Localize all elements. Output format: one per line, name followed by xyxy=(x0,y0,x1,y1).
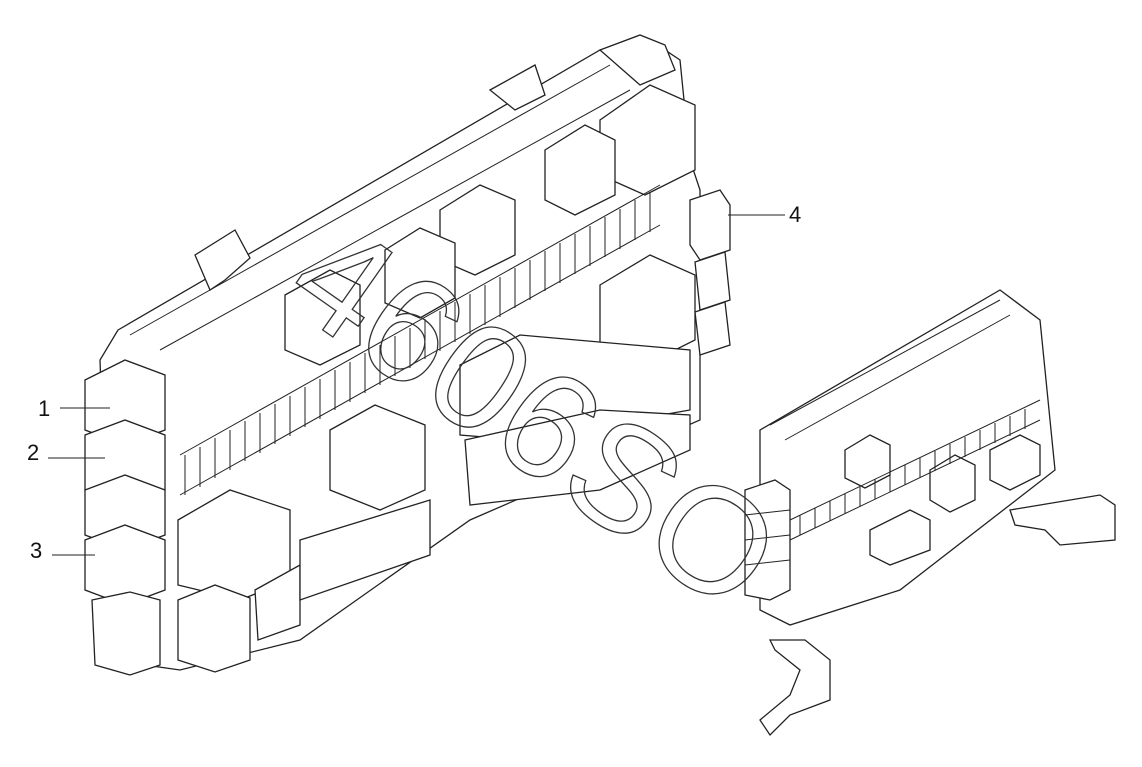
fuse-row xyxy=(179,184,661,496)
connector-stack-left xyxy=(84,359,166,676)
secondary-unit-view xyxy=(744,289,1116,737)
callout-3: 3 xyxy=(30,538,95,563)
callout-label-3: 3 xyxy=(30,538,42,563)
callout-label-2: 2 xyxy=(27,440,39,465)
main-fuse-relay-box xyxy=(84,34,731,676)
connector-block-right xyxy=(689,189,731,356)
callout-label-1: 1 xyxy=(38,396,50,421)
callout-label-4: 4 xyxy=(789,202,801,227)
callout-2: 2 xyxy=(27,440,105,465)
callout-1: 1 xyxy=(38,396,110,421)
callout-4: 4 xyxy=(728,202,801,227)
